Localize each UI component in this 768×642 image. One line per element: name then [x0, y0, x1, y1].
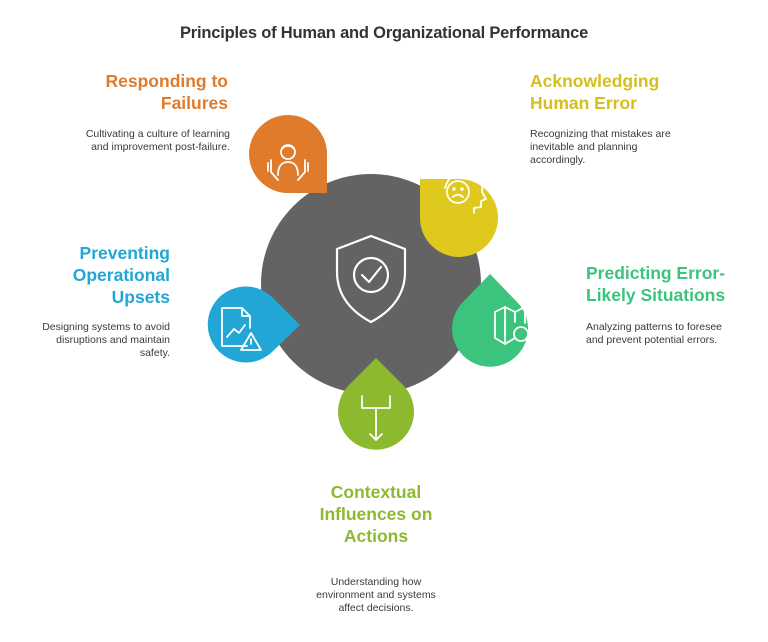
- heading-line: Likely Situations: [586, 285, 726, 305]
- description-line: Cultivating a culture of learning: [85, 128, 230, 140]
- heading-line: Acknowledging: [530, 71, 660, 91]
- heading-line: Failures: [160, 93, 228, 113]
- description-line: safety.: [139, 347, 170, 359]
- heading-acknowledging-human-error: Acknowledging Human Error: [530, 70, 730, 114]
- description-contextual-influences: Understanding how environment and system…: [276, 576, 476, 615]
- diagram-title: Principles of Human and Organizational P…: [179, 24, 589, 42]
- description-line: inevitable and planning: [530, 141, 638, 153]
- heading-line: Influences on: [319, 504, 433, 524]
- description-line: and improvement post-failure.: [91, 141, 230, 153]
- description-line: Designing systems to avoid: [42, 321, 170, 333]
- heading-line: Preventing: [79, 243, 170, 263]
- description-line: Recognizing that mistakes are: [530, 128, 671, 140]
- heading-line: Human Error: [530, 93, 637, 113]
- heading-line: Operational: [72, 265, 170, 285]
- description-line: Analyzing patterns to foresee: [586, 321, 722, 333]
- petal-responding-to-failures: [249, 115, 328, 193]
- arrow-down-icon: [361, 395, 391, 441]
- description-line: and prevent potential errors.: [586, 334, 718, 346]
- petal-contextual-influences: [338, 358, 414, 450]
- person-hands-icon: [267, 144, 309, 181]
- heading-line: Upsets: [111, 287, 170, 307]
- heading-preventing-operational-upsets: Preventing Operational Upsets: [20, 242, 170, 308]
- description-line: affect decisions.: [338, 602, 414, 614]
- petal-predicting-error-likely-situations: [452, 274, 534, 367]
- description-line: disruptions and maintain: [56, 334, 170, 346]
- heading-line: Actions: [343, 526, 409, 546]
- petal-preventing-operational-upsets: [207, 286, 300, 363]
- heading-predicting-error-likely-situations: Predicting Error- Likely Situations: [586, 262, 766, 306]
- document-warning-icon: [221, 307, 262, 351]
- description-line: environment and systems: [316, 589, 436, 601]
- heading-line: Predicting Error-: [586, 263, 726, 283]
- description-line: Understanding how: [330, 576, 422, 588]
- heading-line: Contextual: [330, 482, 422, 502]
- description-acknowledging-human-error: Recognizing that mistakes are inevitable…: [530, 128, 720, 167]
- description-preventing-operational-upsets: Designing systems to avoid disruptions a…: [10, 321, 170, 360]
- heading-contextual-influences: Contextual Influences on Actions: [276, 481, 476, 547]
- description-line: accordingly.: [530, 154, 586, 166]
- shield-check-icon: [335, 234, 407, 324]
- heading-line: Responding to: [105, 71, 228, 91]
- description-predicting-error-likely-situations: Analyzing patterns to foresee and preven…: [586, 321, 766, 347]
- description-responding-to-failures: Cultivating a culture of learning and im…: [40, 128, 230, 154]
- petal-acknowledging-human-error: [420, 170, 498, 257]
- map-search-icon: [494, 306, 534, 347]
- sad-head-icon: [444, 170, 487, 214]
- heading-responding-to-failures: Responding to Failures: [60, 70, 228, 114]
